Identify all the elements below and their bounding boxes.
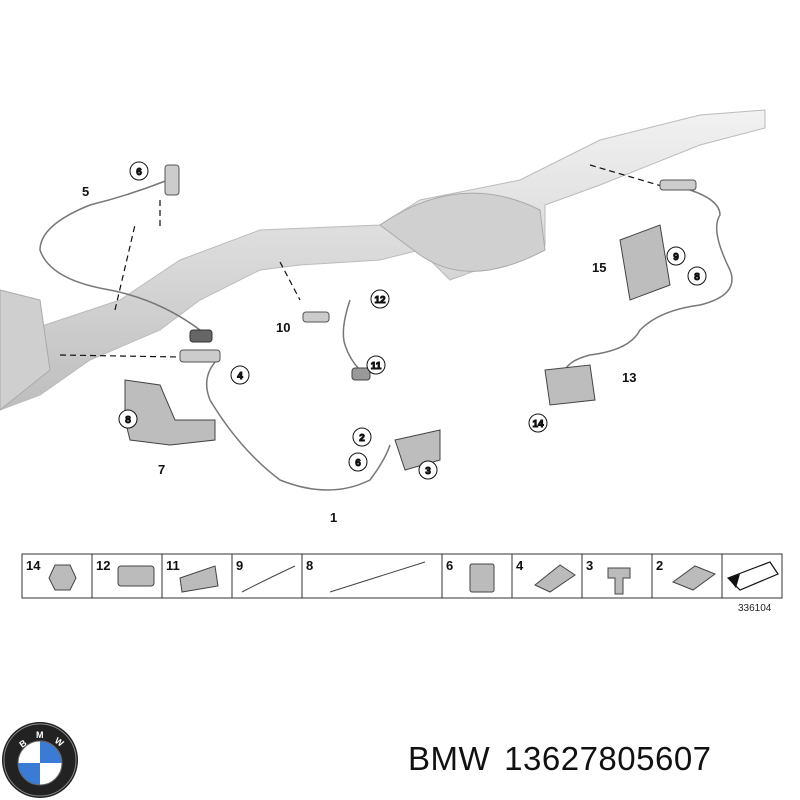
caption-part-number: 13627805607 <box>504 740 712 777</box>
bracket-icon <box>179 565 219 593</box>
strip-num-12: 12 <box>96 558 110 573</box>
circle-callout-12: 12 <box>374 295 386 306</box>
circle-callout-2: 2 <box>359 433 365 444</box>
callout-13: 13 <box>622 370 636 385</box>
part-caption: BMW 13627805607 <box>408 740 726 778</box>
circle-callout-8b: 8 <box>694 272 700 283</box>
strip-num-2: 2 <box>656 558 663 573</box>
bracket-parts <box>124 224 671 471</box>
sensor-cables <box>39 179 733 491</box>
strip-num-11: 11 <box>166 558 180 573</box>
circled-callouts: 6 4 8 11 12 14 9 8 2 6 3 <box>118 161 707 480</box>
strip-num-3: 3 <box>586 558 593 573</box>
callout-1: 1 <box>330 510 337 525</box>
caption-brand: BMW <box>408 740 491 777</box>
circle-callout-11: 11 <box>371 361 382 372</box>
exhaust-pipe <box>0 109 766 411</box>
circle-callout-14: 14 <box>532 419 544 430</box>
callout-labels: 1 5 7 10 13 15 <box>82 184 636 525</box>
svg-text:B: B <box>17 737 28 749</box>
callout-15: 15 <box>592 260 606 275</box>
callout-10: 10 <box>276 320 290 335</box>
clip-icon <box>117 565 155 587</box>
callout-5: 5 <box>82 184 89 199</box>
reference-code: 336104 <box>738 603 772 614</box>
cable-tie-icon <box>241 565 296 593</box>
circle-callout-8a: 8 <box>125 415 131 426</box>
circle-callout-6b: 6 <box>355 458 361 469</box>
strip-num-9: 9 <box>236 558 243 573</box>
circle-callout-4: 4 <box>237 371 243 382</box>
oxygen-sensor-front <box>164 164 221 363</box>
bmw-logo: B M W <box>2 722 78 798</box>
strip-num-14: 14 <box>26 558 41 573</box>
holder-clip-icon <box>469 563 495 593</box>
svg-text:M: M <box>36 730 44 740</box>
callout-7: 7 <box>158 462 165 477</box>
nut-icon <box>48 564 77 591</box>
oxygen-sensor-rear <box>302 179 697 381</box>
nut-clip-icon <box>671 565 717 591</box>
strip-num-4: 4 <box>516 558 524 573</box>
circle-callout-6a: 6 <box>136 167 142 178</box>
circle-callout-3: 3 <box>425 466 431 477</box>
strip-num-6: 6 <box>446 558 453 573</box>
spring-clip-icon <box>534 564 576 593</box>
bolt-icon <box>607 567 631 595</box>
parts-strip: 14 12 11 9 8 6 4 3 2 336104 <box>21 553 783 614</box>
strip-num-8: 8 <box>306 558 313 573</box>
direction-arrow-icon <box>726 561 779 591</box>
leader-lines <box>59 164 666 358</box>
cable-icon <box>329 561 426 593</box>
circle-callout-9: 9 <box>673 252 679 263</box>
